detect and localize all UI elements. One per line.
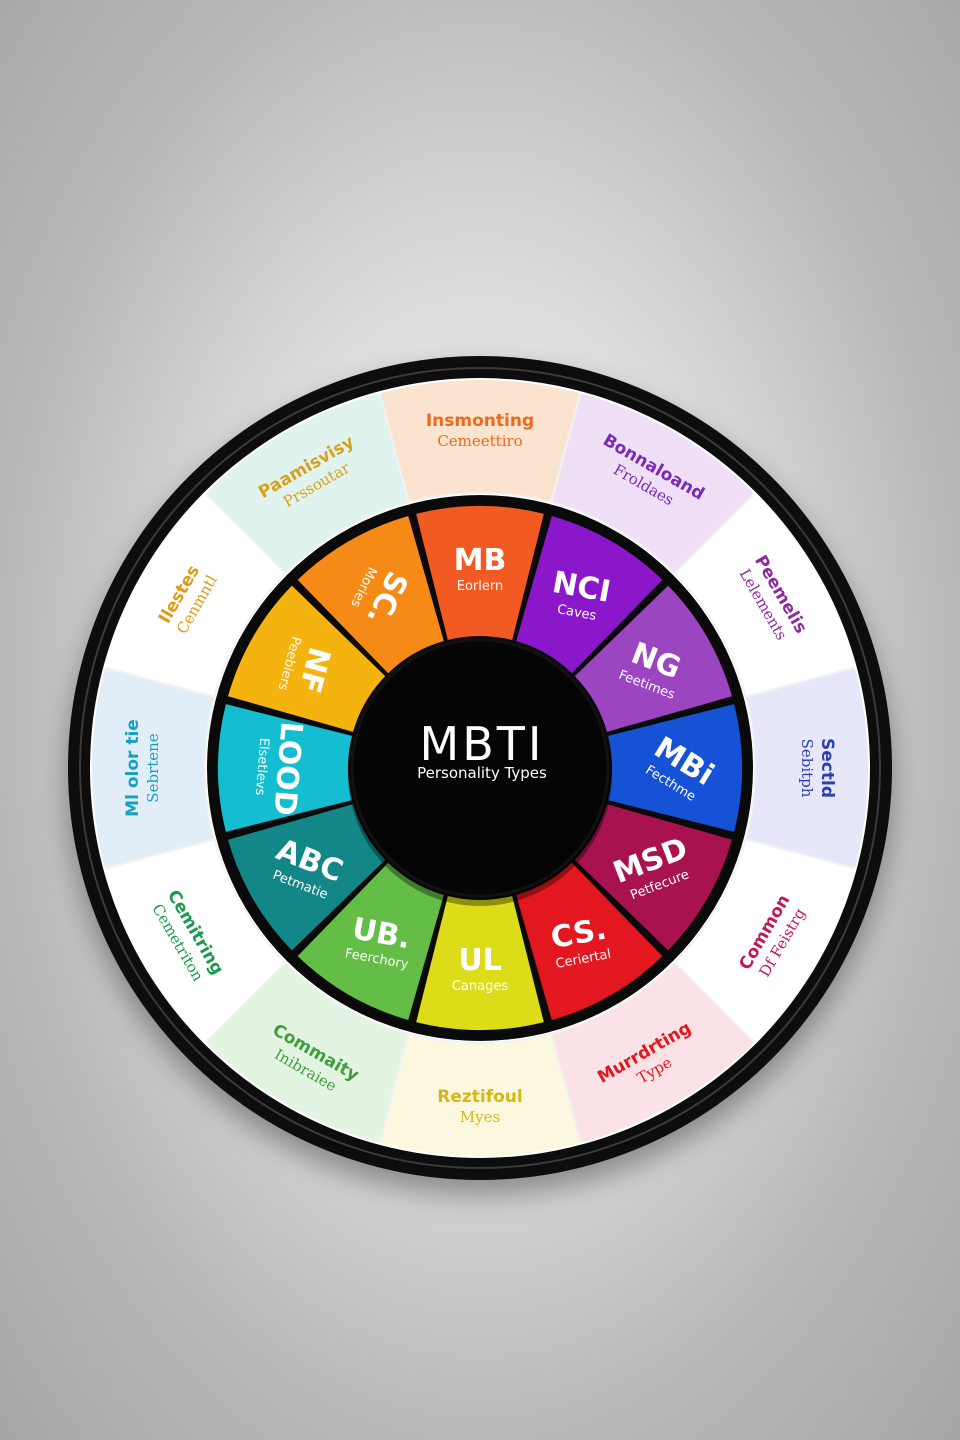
outer-label-subtitle: Myes bbox=[460, 1108, 500, 1126]
outer-ring bbox=[92, 380, 868, 1156]
outer-label-subtitle: Sebrtene bbox=[144, 733, 162, 802]
inner-segment bbox=[516, 516, 663, 674]
outer-label-title: Sectld bbox=[817, 738, 837, 798]
inner-subtitle: Caves bbox=[556, 602, 598, 624]
inner-segment bbox=[516, 862, 663, 1020]
inner-code: UL bbox=[458, 943, 501, 978]
outer-label-subtitle: Sebitph bbox=[798, 739, 816, 798]
hub-subtitle: Personality Types bbox=[417, 764, 547, 782]
inner-segment bbox=[574, 585, 732, 732]
inner-segment bbox=[218, 704, 352, 832]
inner-segment bbox=[228, 804, 386, 951]
inner-segment bbox=[297, 516, 444, 674]
outer-label-subtitle: Cemeettiro bbox=[437, 432, 522, 450]
wheel-rim-highlight bbox=[79, 367, 881, 1169]
inner-segment bbox=[416, 506, 544, 640]
inner-code: LOOD bbox=[266, 720, 308, 816]
outer-label-title: Insmonting bbox=[426, 411, 534, 431]
inner-subtitle: Canages bbox=[452, 979, 508, 994]
inner-label: UB.Feerchory bbox=[344, 911, 414, 972]
inner-subtitle: Eorlern bbox=[457, 579, 503, 594]
hub bbox=[350, 638, 610, 898]
hub-title: MBTI bbox=[420, 717, 545, 771]
inner-segment bbox=[228, 585, 386, 732]
inner-subtitle: Elsetlevs bbox=[252, 737, 272, 796]
inner-code: MB bbox=[454, 543, 507, 578]
inner-label: CS.Ceriertal bbox=[548, 912, 612, 972]
outer-label-title: Reztifoul bbox=[437, 1087, 522, 1107]
outer-label-title: Ml olor tie bbox=[123, 719, 143, 817]
inner-segment bbox=[297, 862, 444, 1020]
inner-segment bbox=[608, 704, 742, 832]
inner-segment bbox=[574, 804, 732, 951]
inner-segment bbox=[416, 896, 544, 1030]
